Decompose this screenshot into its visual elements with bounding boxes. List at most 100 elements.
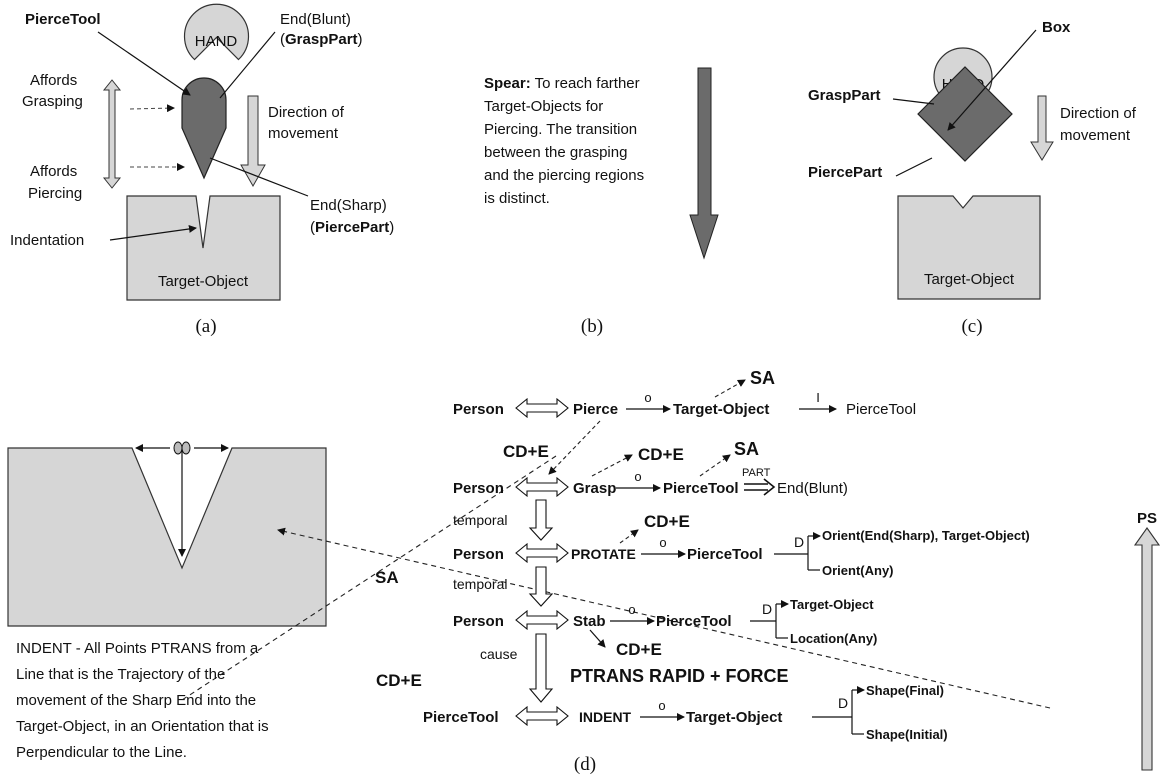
- row4-to: Target-Object: [790, 597, 874, 612]
- row2-actor: Person: [453, 480, 504, 497]
- grasp-part-c-label: GraspPart: [808, 87, 881, 104]
- temporal-label-1: temporal: [453, 512, 507, 528]
- row5-from: Shape(Initial): [866, 727, 948, 742]
- double-arrow-row3: [515, 542, 569, 564]
- pierce-tool-label: PierceTool: [25, 11, 101, 28]
- end-blunt-label: End(Blunt): [280, 11, 351, 28]
- grasp-part-label: (GraspPart): [280, 31, 363, 48]
- affords-grasping-label-1: Affords: [30, 72, 77, 89]
- pierce-tool-leader: [97, 31, 191, 96]
- affords-piercing-label-2: Piercing: [28, 185, 82, 202]
- row5-to: Shape(Final): [866, 683, 944, 698]
- row4-actor: Person: [453, 613, 504, 630]
- panel-b: Spear: To reach farther Target-Objects f…: [484, 67, 719, 337]
- row1-o-label: o: [644, 390, 651, 405]
- double-arrow-row4: [515, 609, 569, 631]
- sa-left-label: SA: [375, 568, 399, 587]
- row2-sa: SA: [734, 439, 759, 459]
- spear-text-line-1: Spear: To reach farther: [484, 75, 640, 92]
- row1-instrument: PierceTool: [846, 401, 916, 418]
- affords-double-arrow: [102, 79, 122, 189]
- indent-desc-line: Line that is the Trajectory of the: [16, 666, 225, 683]
- row5-object: Target-Object: [686, 709, 782, 726]
- cause-arrow: [528, 633, 554, 703]
- indent-desc-line: INDENT - All Points PTRANS from a: [16, 640, 259, 657]
- end-sharp-leader: [209, 157, 309, 197]
- row2-part-arrow: [744, 478, 776, 496]
- row1-sa: SA: [750, 368, 775, 388]
- row5-actor: PierceTool: [423, 709, 499, 726]
- row3-cde: CD+E: [644, 512, 690, 531]
- spear-text-line-6: is distinct.: [484, 190, 550, 207]
- row4-cde-arrow: [589, 629, 606, 648]
- row2-part-label: PART: [742, 467, 771, 479]
- direction-label-c-1: Direction of: [1060, 105, 1137, 122]
- indent-desc-line: Perpendicular to the Line.: [16, 744, 187, 761]
- row3-from: Orient(Any): [822, 563, 894, 578]
- cde-row1-arrow: [548, 420, 601, 475]
- double-arrow-row5: [515, 705, 569, 727]
- row1-act: Pierce: [573, 401, 618, 418]
- caption-c: (c): [961, 316, 982, 337]
- temporal-arrow-2: [528, 566, 554, 607]
- double-arrow-row1: [515, 397, 569, 419]
- indent-desc-line: movement of the Sharp End into the: [16, 692, 256, 709]
- end-sharp-label: End(Sharp): [310, 197, 387, 214]
- spear-text-line-5: and the piercing regions: [484, 167, 644, 184]
- direction-arrow-a: [240, 95, 266, 188]
- direction-arrow-c: [1030, 95, 1054, 161]
- indent-block-shape: [7, 447, 327, 627]
- pierce-part-c-leader: [895, 157, 933, 177]
- row4-d-label: D: [762, 601, 772, 617]
- box-shape: [917, 66, 1013, 162]
- caption-d: (d): [574, 754, 596, 775]
- spear-text-line-4: between the grasping: [484, 144, 627, 161]
- row3-o-label: o: [659, 535, 666, 550]
- row3-actor: Person: [453, 546, 504, 563]
- caption-b: (b): [581, 316, 603, 337]
- row1-object: Target-Object: [673, 401, 769, 418]
- row5-o-label: o: [658, 698, 665, 713]
- row2-object: PierceTool: [663, 480, 739, 497]
- row3-act: PROTATE: [571, 546, 636, 562]
- indentation-label: Indentation: [10, 232, 84, 249]
- panel-d: INDENT - All Points PTRANS from a Line t…: [7, 368, 1161, 775]
- sa-dashed-link: [277, 527, 1051, 709]
- pierce-part-c-label: PiercePart: [808, 164, 882, 181]
- target-object-c-shape: [897, 195, 1041, 300]
- pierce-tool-shape: [181, 77, 227, 180]
- direction-label-a-1: Direction of: [268, 104, 345, 121]
- cde-row1: CD+E: [503, 442, 549, 461]
- row2-act: Grasp: [573, 480, 616, 497]
- row1-sa-arrow: [714, 379, 746, 398]
- cde-left-label: CD+E: [376, 671, 422, 690]
- hand-label: HAND: [195, 33, 238, 50]
- row5-d-label: D: [838, 695, 848, 711]
- row3-d-label: D: [794, 534, 804, 550]
- target-object-a-label: Target-Object: [158, 273, 249, 290]
- row3-cde-arrow: [619, 529, 639, 544]
- target-object-a-shape: [126, 195, 281, 301]
- row3-object: PierceTool: [687, 546, 763, 563]
- row5-act: INDENT: [579, 709, 632, 725]
- hand-shape: [183, 3, 250, 61]
- temporal-arrow-1: [528, 499, 554, 541]
- affords-grasping-label-2: Grasping: [22, 93, 83, 110]
- row4-ptrans: PTRANS RAPID + FORCE: [570, 666, 789, 686]
- cause-label: cause: [480, 646, 518, 662]
- indent-desc-line: Target-Object, in an Orientation that is: [16, 718, 269, 735]
- row4-object: PierceTool: [656, 613, 732, 630]
- grasp-part-c-leader: [892, 98, 935, 105]
- direction-label-c-2: movement: [1060, 127, 1131, 144]
- caption-a: (a): [195, 316, 216, 337]
- row4-from: Location(Any): [790, 631, 877, 646]
- direction-label-a-2: movement: [268, 125, 339, 142]
- double-arrows: [515, 397, 1161, 771]
- temporal-label-2: temporal: [453, 576, 507, 592]
- row3-to: Orient(End(Sharp), Target-Object): [822, 528, 1030, 543]
- row1-actor: Person: [453, 401, 504, 418]
- box-leader: [947, 29, 1037, 131]
- ps-label: PS: [1137, 510, 1157, 527]
- row2-o-label: o: [634, 469, 641, 484]
